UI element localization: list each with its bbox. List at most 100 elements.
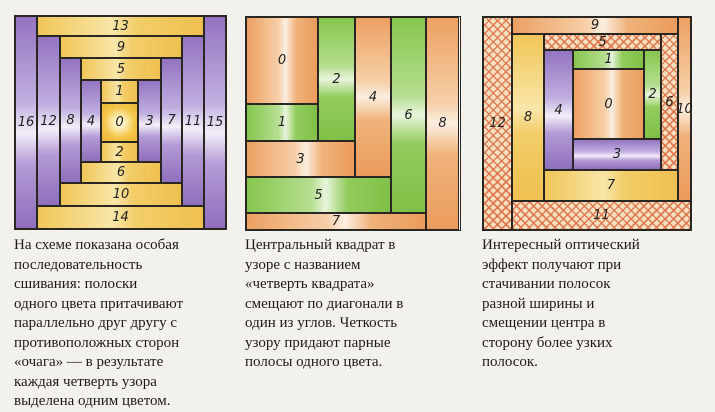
quilt-strip-4: 4 — [355, 17, 391, 177]
strip-number: 8 — [66, 113, 75, 128]
strip-number: 2 — [332, 71, 341, 87]
caption-line: одного цвета притачивают — [14, 295, 184, 312]
caption-line: противоположных сторон — [14, 334, 180, 351]
quilt-strip-11: 11 — [512, 201, 691, 230]
strip-number: 2 — [115, 144, 124, 160]
quilt-strip-6: 6 — [661, 34, 678, 170]
quilt-strip-5: 5 — [246, 177, 391, 213]
strip-number: 11 — [184, 113, 202, 129]
strip-number: 10 — [112, 187, 130, 202]
quilt-strip-7: 7 — [161, 58, 182, 183]
caption-line: «четверть квадрата» — [245, 276, 375, 292]
strip-number: 7 — [606, 178, 616, 193]
quilt-diagram-quarter-square: 0 2 1 4 3 6 5 8 7 — [245, 16, 461, 231]
quilt-strip-14: 14 — [37, 206, 204, 229]
strip-number: 7 — [167, 113, 176, 128]
quilt-strip-7: 7 — [544, 170, 678, 201]
quilt-strip-13: 13 — [37, 16, 204, 36]
caption-courthouse-steps: На схеме показана особая последовательнос… — [14, 236, 183, 412]
quilt-strip-8: 8 — [512, 34, 544, 201]
quilt-strip-3: 3 — [573, 139, 661, 170]
caption-line: узоре с названием — [245, 256, 361, 273]
caption-line: узору придают парные — [245, 334, 391, 351]
quilt-strip-0: 0 — [246, 17, 318, 104]
quilt-strip-12: 12 — [483, 17, 512, 230]
caption-line: смещают по диагонали в — [245, 295, 404, 312]
caption-line: параллельно друг другу с — [14, 315, 178, 331]
caption-line: полосок. — [482, 354, 538, 370]
strip-number: 7 — [331, 214, 341, 229]
quilt-strip-10: 10 — [676, 17, 693, 201]
quilt-strip-5: 5 — [544, 34, 661, 50]
quilt-strip-4: 4 — [544, 50, 573, 170]
strip-number: 0 — [115, 115, 124, 130]
strip-number: 16 — [17, 115, 35, 130]
quilt-strip-2: 2 — [318, 17, 355, 141]
strip-number: 1 — [277, 115, 287, 130]
strip-number: 3 — [296, 151, 305, 167]
quilt-strip-2: 2 — [101, 142, 138, 162]
quilt-strip-0: 0 — [101, 103, 138, 142]
strip-number: 6 — [116, 165, 126, 180]
quilt-strip-1: 1 — [101, 80, 138, 103]
strip-number: 3 — [612, 147, 622, 162]
strip-number: 4 — [86, 113, 96, 129]
strip-number: 9 — [590, 18, 600, 33]
quilt-strip-6: 6 — [81, 162, 161, 183]
strip-number: 1 — [604, 52, 613, 67]
strip-number: 8 — [438, 116, 447, 131]
quilt-strip-2: 2 — [644, 50, 661, 139]
strip-number: 5 — [314, 187, 323, 203]
quilt-strip-9: 9 — [60, 36, 182, 58]
caption-line: полосы одного цвета. — [245, 354, 383, 370]
quilt-strip-6: 6 — [391, 17, 426, 213]
strip-number: 6 — [665, 94, 674, 110]
caption-line: один из углов. Четкость — [245, 315, 398, 331]
strip-number: 11 — [593, 208, 610, 223]
quilt-strip-5: 5 — [81, 58, 161, 80]
strip-number: 8 — [523, 110, 533, 125]
strip-number: 15 — [206, 115, 224, 130]
strip-number: 3 — [145, 113, 154, 129]
caption-line: каждая четверть узора — [14, 373, 157, 390]
quilt-strip-0: 0 — [573, 69, 644, 139]
quilt-strip-15: 15 — [204, 16, 226, 229]
quilt-strip-7: 7 — [246, 213, 426, 230]
strip-number: 0 — [277, 53, 287, 68]
strip-number: 10 — [676, 101, 693, 117]
strip-number: 4 — [368, 89, 378, 105]
caption-quarter-square: Центральный квадрат в узоре с названием «ч… — [245, 236, 403, 373]
strip-number: 2 — [648, 87, 657, 102]
caption-line: сшивания: полоски — [14, 276, 138, 292]
quilt-strip-9: 9 — [512, 17, 678, 34]
strip-number: 5 — [598, 34, 607, 50]
strip-number: 12 — [489, 116, 506, 131]
strip-number: 6 — [404, 107, 413, 123]
caption-line: выделена одним цветом. — [14, 393, 171, 409]
caption-line: сторону более узких — [482, 334, 613, 351]
quilt-strip-10: 10 — [60, 183, 182, 206]
caption-line: разной ширины и — [482, 295, 595, 312]
quilt-strip-3: 3 — [246, 141, 355, 177]
caption-line: Центральный квадрат в — [245, 237, 396, 253]
strip-number: 5 — [116, 61, 126, 77]
caption-line: На схеме показана особая — [14, 237, 179, 253]
strip-number: 12 — [40, 113, 57, 129]
caption-line: эффект получают при — [482, 256, 622, 273]
caption-line: последовательность — [14, 256, 143, 273]
quilt-strip-8: 8 — [60, 58, 81, 183]
strip-number: 0 — [604, 96, 613, 112]
strip-number: 9 — [116, 39, 126, 55]
strip-number: 13 — [112, 18, 129, 34]
quilt-strip-8: 8 — [426, 17, 459, 230]
caption-line: смещении центра в — [482, 315, 606, 331]
caption-line: Интересный оптический — [482, 237, 640, 253]
quilt-strip-16: 16 — [15, 16, 37, 229]
caption-offset-center: Интересный оптический эффект получают при… — [482, 236, 640, 373]
quilt-strip-1: 1 — [246, 104, 318, 141]
caption-line: «очага» — в результате — [14, 354, 164, 370]
quilt-strip-4: 4 — [81, 80, 101, 162]
strip-number: 1 — [115, 84, 124, 99]
